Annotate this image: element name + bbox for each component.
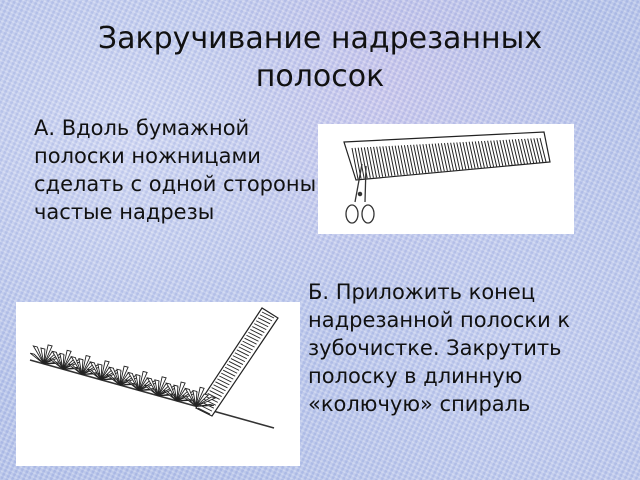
spiral-illustration — [16, 302, 300, 466]
step-b-text: Б. Приложить конец надрезанной полоски к… — [308, 280, 571, 416]
spiral-drawing — [29, 307, 279, 429]
slide-title: Закручивание надрезанных полосок — [97, 21, 543, 94]
strip-cuts — [351, 137, 547, 180]
strip-cutting-drawing — [343, 131, 551, 224]
toothpick — [29, 359, 275, 429]
strip-cutting-illustration — [318, 124, 574, 234]
spiral-icon — [29, 344, 217, 407]
step-a-text: А. Вдоль бумажной полоски ножницами сдел… — [34, 116, 317, 224]
scissors-icon — [345, 163, 375, 224]
